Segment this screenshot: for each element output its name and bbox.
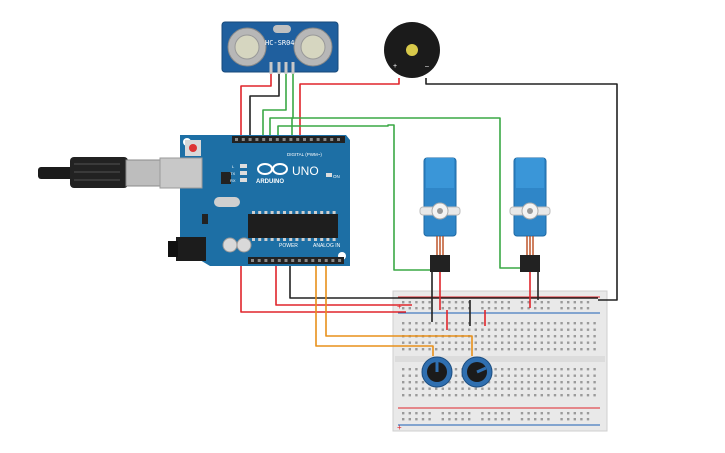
wire-sensor-gnd[interactable] [269, 74, 294, 137]
wire-5v[interactable] [275, 262, 412, 306]
crystal [214, 197, 240, 207]
usb-cable[interactable] [38, 157, 161, 188]
wire-servo1-signal[interactable] [277, 124, 432, 271]
buzzer-plus-label: + [393, 63, 397, 70]
arduino-logo-icon [257, 163, 288, 175]
wire-buzzer-plus[interactable] [299, 78, 400, 137]
tx-led [240, 171, 247, 175]
ultrasonic-sensor[interactable]: HC-SR04 [221, 21, 339, 74]
piezo-buzzer[interactable]: + – [384, 22, 440, 78]
brand-label: ARDUINO [256, 179, 284, 185]
reset-button-cap[interactable] [189, 144, 197, 152]
usb-port [159, 157, 203, 189]
servo-connector [430, 255, 450, 272]
potentiometer-2[interactable] [461, 356, 493, 388]
rx-label: RX [230, 178, 236, 183]
digital-label: DIGITAL (PWM~) [287, 152, 322, 157]
atmega-chip [248, 214, 338, 238]
digital-header[interactable] [232, 136, 345, 143]
analog-label: ANALOG IN [313, 243, 341, 249]
crystal-oscillator [273, 25, 291, 33]
l-label: L [232, 164, 235, 169]
sensor-model-label: HC-SR04 [265, 39, 295, 47]
servo-motor-2[interactable] [509, 157, 551, 272]
power-analog-header[interactable] [248, 257, 344, 264]
wire-a0[interactable] [315, 262, 434, 356]
tx-label: TX [230, 171, 235, 176]
wire-a1[interactable] [325, 262, 473, 356]
arduino-uno-board[interactable]: ARDUINO UNO DIGITAL (PWM~) POWER ANALOG … [159, 135, 350, 266]
capacitor [222, 237, 238, 253]
center-channel [395, 356, 605, 362]
servo-motor-1[interactable] [419, 157, 461, 272]
wire-sensor-vcc[interactable] [240, 74, 406, 313]
buzzer-center [406, 44, 418, 56]
wire-servo2-signal[interactable] [291, 117, 524, 269]
power-label: POWER [279, 243, 298, 249]
potentiometer-1[interactable] [421, 356, 453, 388]
wire-sensor-trig[interactable] [249, 74, 280, 137]
rx-led [240, 178, 247, 182]
servo-connector [520, 255, 540, 272]
rail-plus-label-bottom: + [397, 423, 402, 432]
capacitor [236, 237, 252, 253]
l-led [240, 164, 247, 168]
wire-gnd[interactable] [289, 262, 598, 299]
on-label: ON [333, 174, 340, 179]
breadboard[interactable]: + + [392, 290, 608, 432]
power-jack [176, 237, 206, 261]
buzzer-minus-label: – [425, 63, 429, 70]
wire-buzzer-minus[interactable] [425, 78, 618, 301]
rail-plus-label: + [397, 302, 402, 311]
on-led [326, 173, 332, 177]
wire-sensor-echo[interactable] [262, 74, 287, 137]
wires [240, 74, 618, 356]
model-label: UNO [292, 164, 319, 178]
